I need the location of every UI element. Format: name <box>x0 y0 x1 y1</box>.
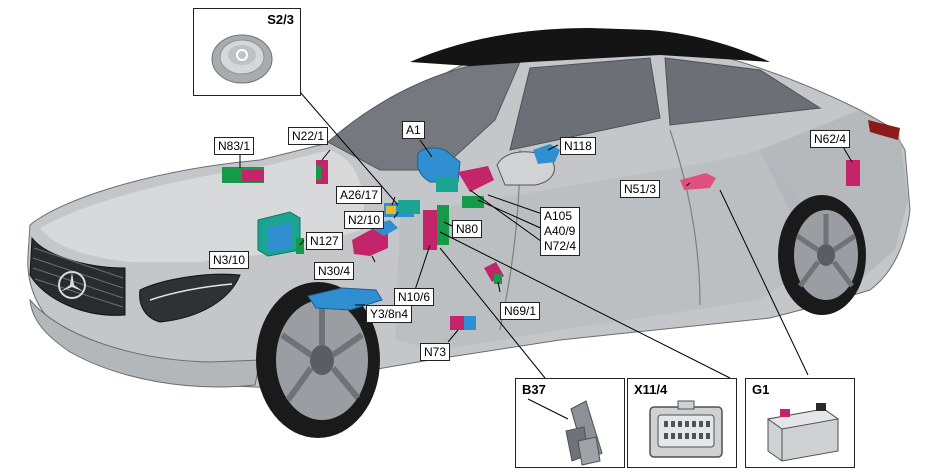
module-n80 <box>437 205 449 245</box>
label-n10-6: N10/6 <box>394 288 435 306</box>
headlight-led <box>149 283 233 301</box>
front-grille <box>29 236 126 316</box>
label-y3-8n4: Y3/8n4 <box>366 305 413 323</box>
windscreen <box>327 61 521 171</box>
door-panel <box>395 150 805 350</box>
battery-illustration <box>766 403 840 462</box>
module-n51-3 <box>680 173 716 190</box>
label-n73: N73 <box>420 343 451 361</box>
module-n83-1-connector <box>242 170 264 182</box>
module-n30-4 <box>352 228 388 256</box>
label-n3-10: N3/10 <box>209 251 250 269</box>
module-n118 <box>533 144 560 164</box>
front-wheel-spokes <box>280 305 364 402</box>
label-n83-1: N83/1 <box>214 137 255 155</box>
module-n2-10 <box>398 200 420 214</box>
module-n3-10-face <box>268 222 292 252</box>
label-n62-4: N62/4 <box>810 130 851 148</box>
module-n69-1-connector <box>494 274 502 284</box>
front-wheel <box>256 282 380 438</box>
module-a105 <box>462 196 484 208</box>
label-group-a105: A105 A40/9 N72/4 <box>540 207 581 256</box>
label-a105: A105 <box>544 209 573 223</box>
inset-x11-4-title: X11/4 <box>634 382 668 397</box>
inset-s2-3-title: S2/3 <box>267 12 294 27</box>
rear-wheel <box>778 195 866 315</box>
label-n118: N118 <box>560 137 596 155</box>
module-n62-4 <box>846 160 860 186</box>
leader-lines <box>239 91 853 379</box>
switch-illustration <box>211 34 273 84</box>
label-n72-4: N72/4 <box>544 239 577 253</box>
label-n2-10: N2/10 <box>344 211 385 229</box>
module-n73-connector <box>464 316 476 330</box>
label-a40-9: A40/9 <box>544 224 576 238</box>
module-n127 <box>296 238 304 254</box>
label-n51-3: N51/3 <box>620 180 661 198</box>
label-n69-1: N69/1 <box>500 302 541 320</box>
roof <box>410 28 770 66</box>
inset-b37-title: B37 <box>522 382 546 397</box>
module-a26-17-connector <box>386 206 396 214</box>
inset-g1-title: G1 <box>752 382 770 397</box>
inset-x11-4: X11/4 <box>627 378 737 468</box>
brand-emblem-star <box>60 272 84 292</box>
accelerator-pedal-illustration <box>527 398 603 466</box>
rear-wheel-spokes <box>795 214 857 288</box>
diagnostic-connector-illustration <box>649 400 723 458</box>
label-n30-4: N30/4 <box>314 262 355 280</box>
module-n22-1-connector <box>316 166 321 180</box>
label-n127: N127 <box>306 232 343 250</box>
car-body <box>27 28 911 388</box>
side-window-front <box>509 57 661 151</box>
label-a26-17: A26/17 <box>336 186 383 204</box>
inset-b37: B37 <box>515 378 625 468</box>
module-a1-connector <box>436 178 458 192</box>
inset-g1: G1 <box>745 378 855 468</box>
inset-s2-3: S2/3 <box>193 8 301 96</box>
label-n80: N80 <box>452 220 483 238</box>
front-bumper <box>29 298 261 388</box>
rear-lamp <box>868 120 900 140</box>
label-a1: A1 <box>402 121 425 139</box>
label-n22-1: N22/1 <box>288 127 329 145</box>
side-window-rear <box>664 57 822 126</box>
module-a40-9 <box>458 166 494 192</box>
module-n10-6 <box>423 210 437 250</box>
